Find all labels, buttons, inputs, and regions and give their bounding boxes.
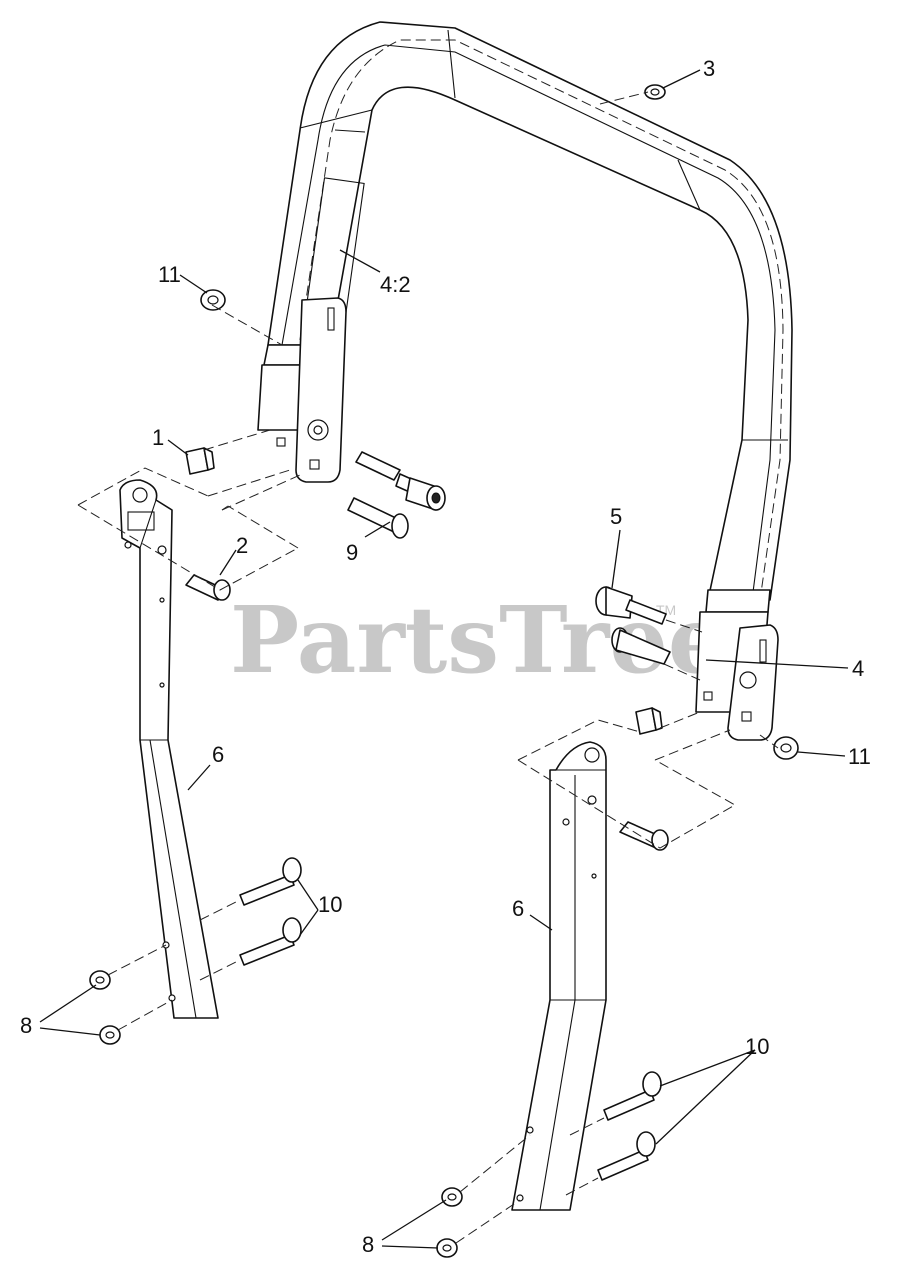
spacer-part-2-right[interactable] <box>619 821 669 851</box>
latch-knob-part-5[interactable] <box>595 586 667 625</box>
callout-labels: 3 4:2 11 1 2 9 5 4 11 6 10 8 6 10 8 <box>20 56 871 1257</box>
callout-8-left: 8 <box>20 1013 32 1038</box>
callout-4: 4 <box>852 656 864 681</box>
flange-nut-part-11-left[interactable] <box>200 289 226 311</box>
latch-pin-assembly-left[interactable] <box>355 451 446 511</box>
left-pivot-plate[interactable] <box>276 297 347 483</box>
assembly-guide-lines <box>77 91 779 1244</box>
lower-upright-part-6-left[interactable] <box>119 479 219 1019</box>
nut-part-8-left-lower[interactable] <box>99 1025 121 1045</box>
watermark-brand: PartsTree <box>230 586 726 694</box>
callout-4-2: 4:2 <box>380 272 411 297</box>
leader-lines <box>39 69 849 1249</box>
nut-part-8-left-upper[interactable] <box>89 970 111 990</box>
bumper-part-3[interactable] <box>644 84 666 100</box>
lower-upright-part-6-right[interactable] <box>511 741 607 1211</box>
callout-1: 1 <box>152 425 164 450</box>
flange-nut-part-11-right[interactable] <box>773 736 799 760</box>
nut-part-8-right-lower[interactable] <box>436 1238 458 1258</box>
callout-10-right: 10 <box>745 1034 769 1059</box>
callout-11-left: 11 <box>158 262 181 287</box>
clevis-pin-part-9[interactable] <box>347 497 409 539</box>
nut-part-8-right-upper[interactable] <box>441 1187 463 1207</box>
callout-10-left: 10 <box>318 892 342 917</box>
retainer-block-part-1-left[interactable] <box>185 447 215 475</box>
retainer-block-part-1-right[interactable] <box>635 707 663 735</box>
callout-11-right: 11 <box>848 744 871 769</box>
callout-6-left: 6 <box>212 742 224 767</box>
spacer-part-2-left[interactable] <box>185 574 231 601</box>
bolt-part-10-right-upper[interactable] <box>603 1071 662 1121</box>
bolt-part-10-left-lower[interactable] <box>239 917 302 966</box>
bolt-part-10-left-upper[interactable] <box>239 857 302 906</box>
bolt-part-10-right-lower[interactable] <box>597 1131 656 1181</box>
callout-5: 5 <box>610 504 622 529</box>
callout-2: 2 <box>236 533 248 558</box>
right-pivot-plate[interactable] <box>703 624 779 741</box>
callout-8-right: 8 <box>362 1232 374 1257</box>
callout-3: 3 <box>703 56 715 81</box>
callout-9: 9 <box>346 540 358 565</box>
callout-6-right: 6 <box>512 896 524 921</box>
